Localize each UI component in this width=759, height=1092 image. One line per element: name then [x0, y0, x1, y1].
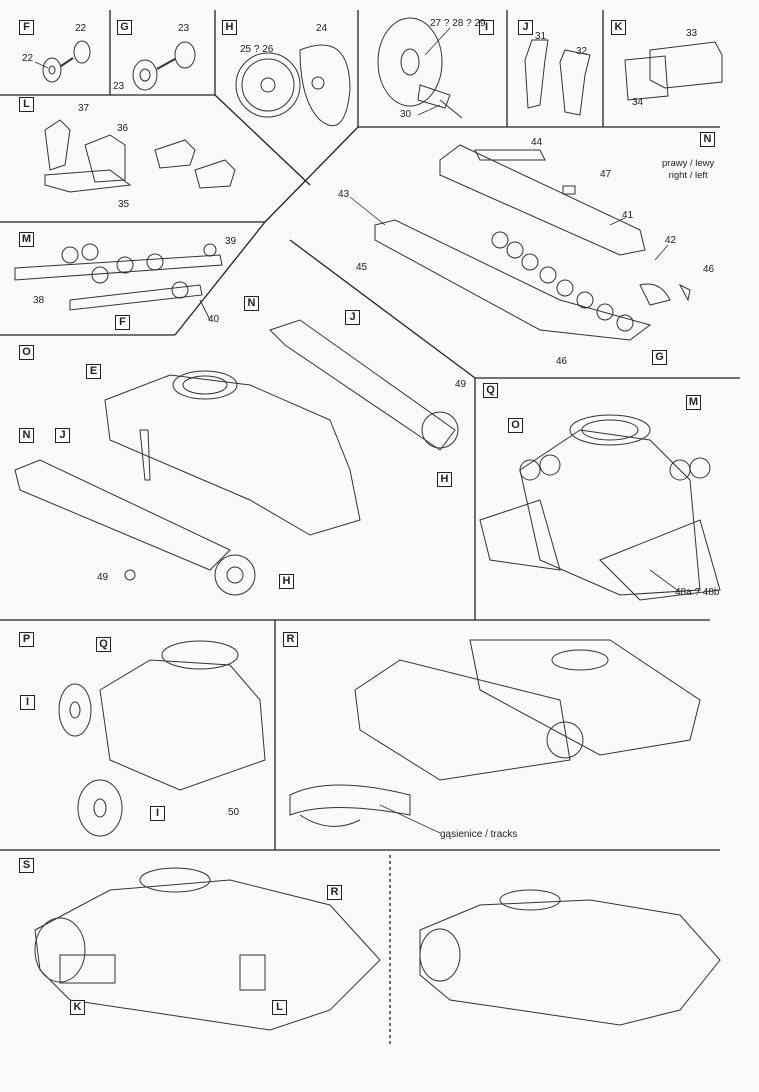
ref-n: N: [19, 428, 34, 443]
leader-lines: [34, 27, 681, 834]
part-number: 23: [113, 81, 125, 92]
part-number: 45: [356, 262, 368, 273]
step-label-s: S: [19, 858, 34, 873]
hull-assembly-drawing-o: [14, 319, 459, 596]
ref-r: R: [327, 885, 342, 900]
part-number: 49: [455, 379, 467, 390]
road-wheel-drawing-i: [377, 17, 463, 119]
step-label-o: O: [19, 345, 34, 360]
box-drawing-k: [624, 41, 723, 101]
part-number: 31: [535, 31, 547, 42]
part-number: 22: [22, 53, 34, 64]
finished-tank-drawing-left: [34, 867, 381, 1031]
hull-suspension-drawing-q: [479, 414, 721, 601]
part-number: 33: [686, 28, 698, 39]
note-polish: prawy / lewy: [662, 158, 715, 169]
sprocket-drawing-h: [235, 44, 351, 127]
part-number: 24: [316, 23, 328, 34]
part-number: 44: [531, 137, 543, 148]
wheel-drawing-f: [42, 40, 91, 83]
step-label-p: P: [19, 632, 34, 647]
bogie-drawing-m: [14, 243, 223, 321]
step-label-l: L: [19, 97, 34, 112]
step-label-q: Q: [483, 383, 498, 398]
part-number: 42: [665, 235, 677, 246]
finished-tank-drawing-right: [419, 889, 721, 1026]
ref-f: F: [115, 315, 130, 330]
panel-dividers: [0, 10, 740, 1045]
step-label-h: H: [222, 20, 237, 35]
part-number: 22: [75, 23, 87, 34]
part-number: 47: [600, 169, 612, 180]
part-number: 40: [208, 314, 220, 325]
step-label-k: K: [611, 20, 626, 35]
part-number: 48a ? 48b: [675, 587, 720, 598]
ref-g: G: [652, 350, 667, 365]
tracks-label: gąsienice / tracks: [440, 829, 518, 840]
road-wheels: [491, 231, 634, 332]
ref-e: E: [86, 364, 101, 379]
ref-j: J: [345, 310, 360, 325]
part-number: 49: [97, 572, 109, 583]
part-number: 46: [703, 264, 715, 275]
part-number: 25 ? 26: [240, 44, 274, 55]
step-label-n: N: [700, 132, 715, 147]
part-number: 34: [632, 97, 644, 108]
part-number: 23: [178, 23, 190, 34]
ref-h: H: [279, 574, 294, 589]
part-number: 35: [118, 199, 130, 210]
ref-h: H: [437, 472, 452, 487]
step-label-i: I: [479, 20, 494, 35]
ref-i: I: [20, 695, 35, 710]
part-number: 27 ? 28 ? 29: [430, 18, 486, 29]
part-number: 37: [78, 103, 90, 114]
step-label-f: F: [19, 20, 34, 35]
ref-o: O: [508, 418, 523, 433]
ref-n: N: [244, 296, 259, 311]
part-number: 50: [228, 807, 240, 818]
step-label-m: M: [19, 232, 34, 247]
ref-m: M: [686, 395, 701, 410]
part-number: 43: [338, 189, 350, 200]
note-english: right / left: [668, 170, 708, 181]
bracket-drawing-l: [44, 119, 236, 193]
ref-l: L: [272, 1000, 287, 1015]
tank-tracks-drawing-r: [289, 639, 701, 827]
part-number: 30: [400, 109, 412, 120]
part-number: 36: [117, 123, 129, 134]
part-number: 41: [622, 210, 634, 221]
step-label-g: G: [117, 20, 132, 35]
ref-j: J: [55, 428, 70, 443]
part-number: 38: [33, 295, 45, 306]
track-frame-drawing-n: [374, 144, 691, 341]
step-label-j: J: [518, 20, 533, 35]
ref-k: K: [70, 1000, 85, 1015]
part-number: 32: [576, 46, 588, 57]
ref-q: Q: [96, 637, 111, 652]
ref-i: I: [150, 806, 165, 821]
part-number: 46: [556, 356, 568, 367]
wheel-drawing-g: [132, 41, 196, 91]
bracket-drawing-j: [524, 39, 591, 116]
hull-wheels-drawing-p: [58, 640, 266, 837]
part-number: 39: [225, 236, 237, 247]
step-label-r: R: [283, 632, 298, 647]
